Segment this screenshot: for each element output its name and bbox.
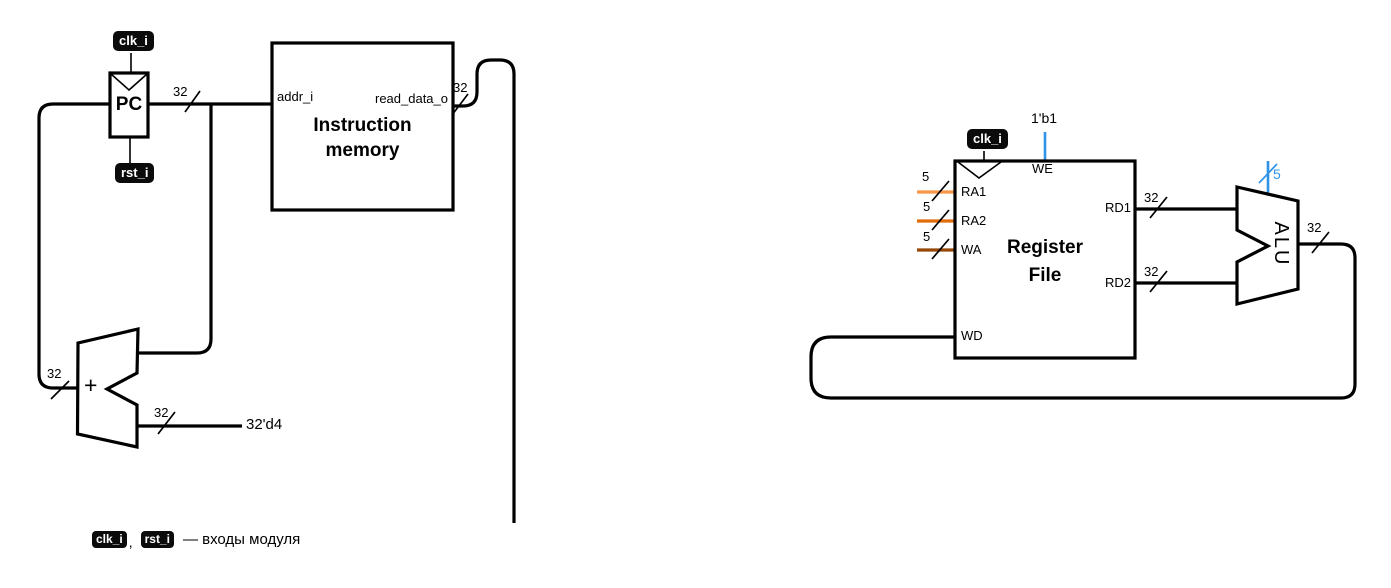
bus32-rd2: 32 <box>1144 264 1159 279</box>
bus-slashes <box>50 90 1330 435</box>
imem-title: Instruction memory <box>272 113 453 163</box>
clk-i-badge-pc: clk_i <box>113 31 154 52</box>
imem-title-line2: memory <box>325 140 400 161</box>
pc-adder-shape <box>75 326 140 449</box>
bus32-imem-out: 32 <box>453 80 468 95</box>
slash-ra2 <box>931 209 950 231</box>
alu-title: ALU <box>1270 221 1292 267</box>
slash-ra1 <box>931 180 950 202</box>
regfile-title-line1: Register <box>1006 237 1084 258</box>
slash-const4 <box>157 411 176 435</box>
clock-chevrons <box>110 53 1002 179</box>
register-file-block <box>953 159 1137 360</box>
bus5-ra1: 5 <box>922 169 930 184</box>
adder-plus-operator: + <box>84 372 98 398</box>
pc-block <box>108 71 150 139</box>
port-rd1: RD1 <box>1104 200 1131 215</box>
port-addr-i: addr_i <box>277 89 314 104</box>
pc-clock-chevron-icon <box>110 73 148 92</box>
black-wires <box>37 58 1357 523</box>
imem-title-line1: Instruction <box>313 115 412 136</box>
port-ra2: RA2 <box>961 213 987 228</box>
wire-alu-out-to-wd <box>809 242 1357 400</box>
const-32d4: 32'd4 <box>246 416 283 433</box>
slash-alu-out <box>1311 231 1330 254</box>
port-ra1: RA1 <box>961 184 987 199</box>
slash-wa <box>931 238 950 260</box>
legend-rst-i-badge: rst_i <box>140 531 174 548</box>
legend-clk-i-badge: clk_i <box>92 531 127 548</box>
legend: clk_i , rst_i — входы модуля <box>92 528 300 551</box>
slash-imem-out <box>451 93 469 116</box>
bus32-pc-out: 32 <box>173 84 188 99</box>
regfile-title-line2: File <box>1028 265 1062 286</box>
legend-separator: , <box>128 533 133 550</box>
pc-title: PC <box>115 94 143 115</box>
wire-adder-feedback-to-pc <box>37 102 110 390</box>
legend-description: — входы модуля <box>182 531 301 548</box>
const-1b1: 1'b1 <box>1030 110 1058 126</box>
bus32-const4: 32 <box>154 405 169 420</box>
alu-shape <box>1235 184 1300 307</box>
blocks <box>75 41 1300 449</box>
port-wa: WA <box>961 242 982 257</box>
port-we: WE <box>1032 161 1053 176</box>
bus32-rd1: 32 <box>1144 190 1159 205</box>
wire-imem-read-data-out <box>453 58 516 523</box>
blue-control-wires <box>1043 132 1278 194</box>
port-wd: WD <box>961 328 983 343</box>
bus5-alu-ctrl: 5 <box>1273 166 1281 182</box>
wire-pc-branch-to-adder <box>139 104 213 355</box>
slash-rd1 <box>1149 196 1168 219</box>
clk-i-badge-rf: clk_i <box>967 129 1008 150</box>
bus32-alu-out: 32 <box>1307 220 1322 235</box>
instruction-memory-block <box>270 41 455 212</box>
slash-alu-ctrl <box>1258 163 1278 184</box>
bus5-ra2: 5 <box>923 199 931 214</box>
slash-rd2 <box>1149 270 1168 293</box>
bus5-wa: 5 <box>923 229 931 244</box>
regfile-title: Register File <box>955 234 1135 290</box>
port-read-data-o: read_data_o <box>374 91 448 106</box>
bus32-adder-out: 32 <box>47 366 62 381</box>
rf-clock-chevron-icon <box>957 161 1002 179</box>
slash-pc-out <box>184 90 201 113</box>
rst-i-badge-pc: rst_i <box>115 163 155 184</box>
port-rd2: RD2 <box>1104 275 1131 290</box>
slash-adder-out <box>50 380 70 400</box>
